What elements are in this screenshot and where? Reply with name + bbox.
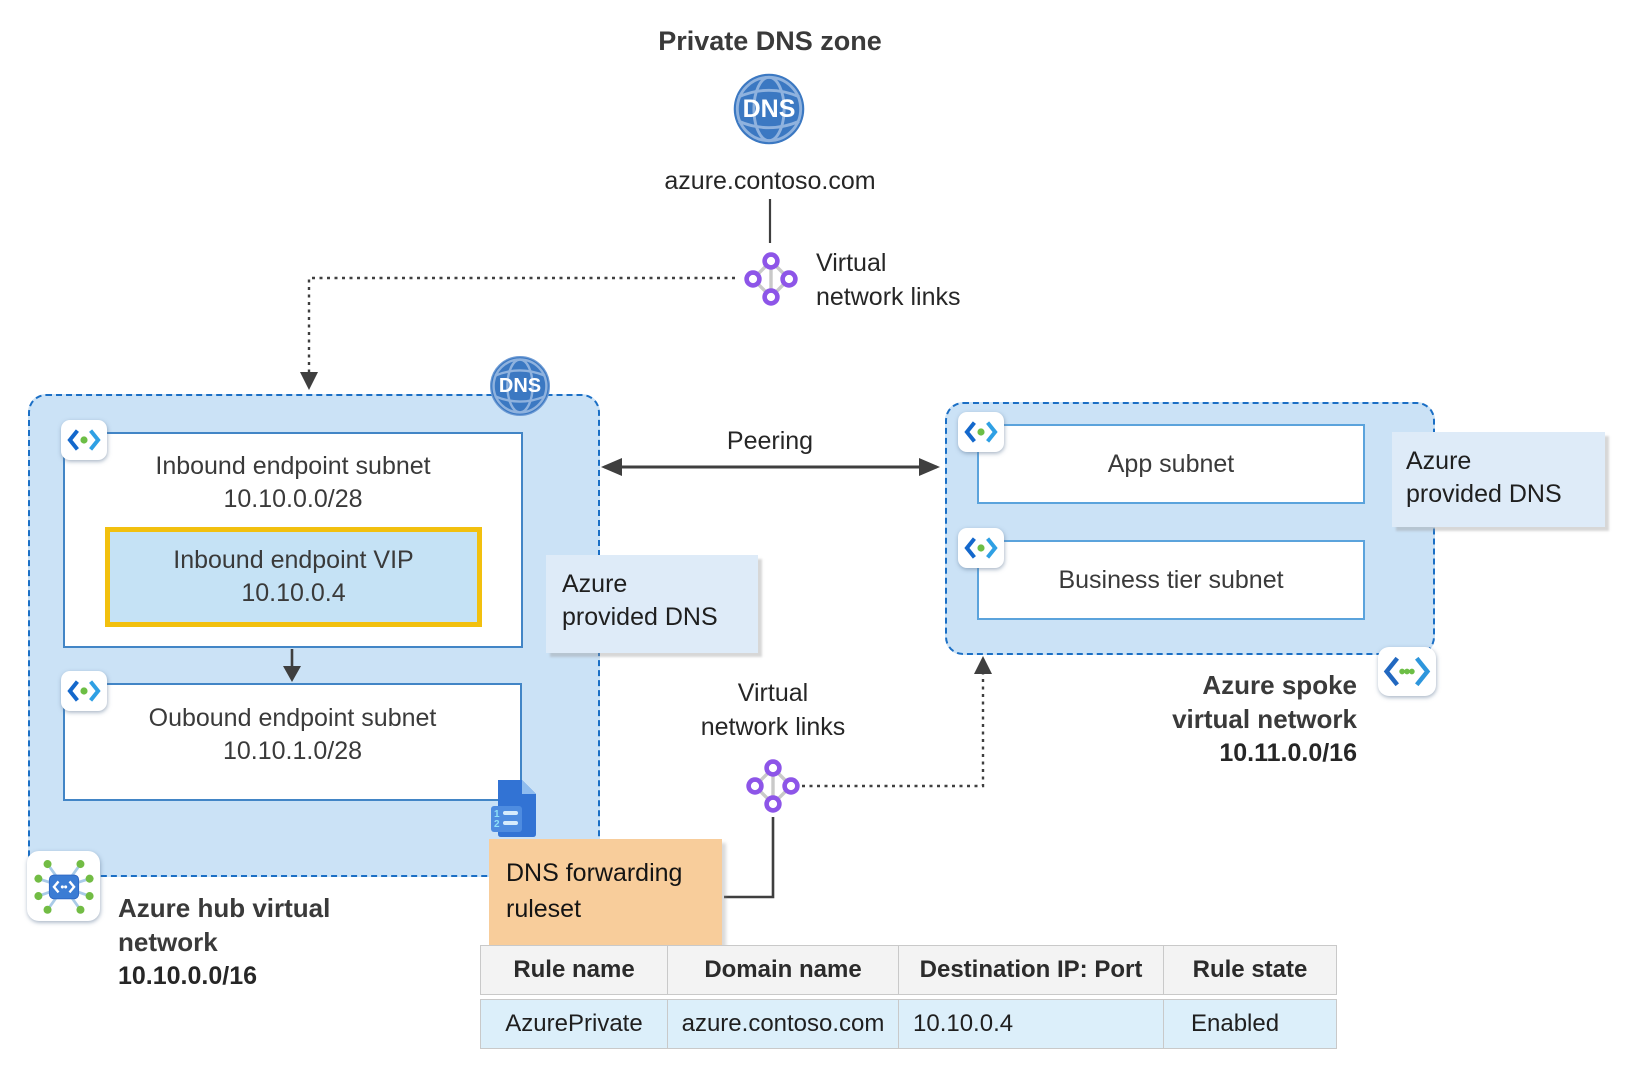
virtual-network-links-icon-bottom <box>745 757 801 815</box>
hub-virtual-network-icon <box>27 851 100 921</box>
header-rule-name: Rule name <box>481 946 668 994</box>
business-subnet-name: Business tier subnet <box>1058 565 1284 594</box>
spoke-label-line2: virtual network <box>1172 704 1357 734</box>
spoke-azure-provided-dns-note: Azure provided DNS <box>1392 432 1605 527</box>
hub-dns-globe-label: DNS <box>498 374 542 397</box>
ruleset-icon-line2-number: 2 <box>494 819 500 830</box>
hub-provided-dns-line2: provided DNS <box>562 603 718 631</box>
hub-dns-globe-icon: DNS <box>490 356 550 416</box>
spoke-network-label: Azure spoke virtual network 10.11.0.0/16 <box>1057 668 1357 770</box>
ruleset-table-header: Rule name Domain name Destination IP: Po… <box>480 945 1337 995</box>
header-destination-ip-port: Destination IP: Port <box>899 946 1164 994</box>
dns-zone-domain: azure.contoso.com <box>664 167 876 195</box>
cell-rule-state: Enabled <box>1191 1010 1280 1037</box>
spoke-label-cidr: 10.11.0.0/16 <box>1219 739 1357 767</box>
virtual-network-links-icon-top <box>743 250 799 308</box>
hub-provided-dns-line1: Azure <box>562 570 628 598</box>
inbound-subnet-icon <box>61 420 107 460</box>
spoke-provided-dns-line1: Azure <box>1406 447 1472 475</box>
app-subnet-box: App subnet <box>977 424 1365 504</box>
inbound-subnet-name: Inbound endpoint subnet <box>155 452 431 480</box>
outbound-subnet-cidr: 10.10.1.0/28 <box>222 737 362 765</box>
app-subnet-icon <box>958 412 1004 452</box>
hub-label-line2: network <box>118 927 218 957</box>
peering-label: Peering <box>726 427 814 455</box>
vnl-bottom-line1: Virtual <box>737 679 809 707</box>
cell-destination-ip-port: 10.10.0.4 <box>899 1000 1164 1048</box>
ruleset-icon-line1-number: 1 <box>494 809 500 820</box>
ruleset-table: Rule name Domain name Destination IP: Po… <box>480 945 1337 1049</box>
peering-arrowhead-right <box>919 458 940 476</box>
inbound-subnet-cidr: 10.10.0.0/28 <box>223 485 363 513</box>
business-subnet-icon <box>958 528 1004 568</box>
outbound-subnet-name: Oubound endpoint subnet <box>148 704 437 732</box>
app-subnet-name: App subnet <box>1107 449 1235 478</box>
links-to-ruleset-line <box>724 817 775 899</box>
peering-arrowhead-left <box>601 458 622 476</box>
hub-azure-provided-dns-note: Azure provided DNS <box>546 555 758 653</box>
outbound-subnet-icon <box>61 671 107 711</box>
vnl-top-line1: Virtual <box>816 249 887 277</box>
inbound-vip-name: Inbound endpoint VIP <box>173 546 414 574</box>
header-domain-name: Domain name <box>668 946 899 994</box>
spoke-label-line1: Azure spoke <box>1202 670 1357 700</box>
hub-network-label: Azure hub virtual network 10.10.0.0/16 <box>118 891 438 993</box>
spoke-provided-dns-line2: provided DNS <box>1406 480 1562 508</box>
ruleset-line1: DNS forwarding <box>506 859 683 887</box>
inbound-endpoint-vip-box: Inbound endpoint VIP 10.10.0.4 <box>105 527 482 627</box>
header-rule-state: Rule state <box>1192 956 1308 983</box>
private-dns-zone-title: Private DNS zone <box>658 26 882 56</box>
dns-globe-label: DNS <box>742 94 796 123</box>
spoke-virtual-network-icon <box>1378 647 1436 696</box>
dns-globe-icon: DNS <box>733 73 805 145</box>
dns-ruleset-document-icon: 1 2 <box>490 779 538 839</box>
hub-label-cidr: 10.10.0.0/16 <box>118 962 258 990</box>
ruleset-line2: ruleset <box>506 895 582 923</box>
outbound-endpoint-subnet-box: Oubound endpoint subnet 10.10.1.0/28 <box>63 683 522 801</box>
business-tier-subnet-box: Business tier subnet <box>977 540 1365 620</box>
hub-arrowhead <box>300 372 318 390</box>
spoke-arrowhead <box>974 656 992 674</box>
table-row: AzurePrivate azure.contoso.com 10.10.0.4… <box>480 999 1337 1049</box>
virtual-network-links-label-top: Virtual network links <box>816 246 961 314</box>
hub-label-line1: Azure hub virtual <box>118 893 331 923</box>
cell-rule-name: AzurePrivate <box>481 1000 668 1048</box>
cell-domain-name: azure.contoso.com <box>668 1000 899 1048</box>
vnl-bottom-line2: network links <box>700 713 846 741</box>
inbound-vip-ip: 10.10.0.4 <box>241 579 346 607</box>
dns-forwarding-ruleset-box: DNS forwarding ruleset <box>489 839 722 945</box>
virtual-network-links-label-bottom: Virtual network links <box>623 676 923 744</box>
vnl-top-line2: network links <box>816 283 961 311</box>
